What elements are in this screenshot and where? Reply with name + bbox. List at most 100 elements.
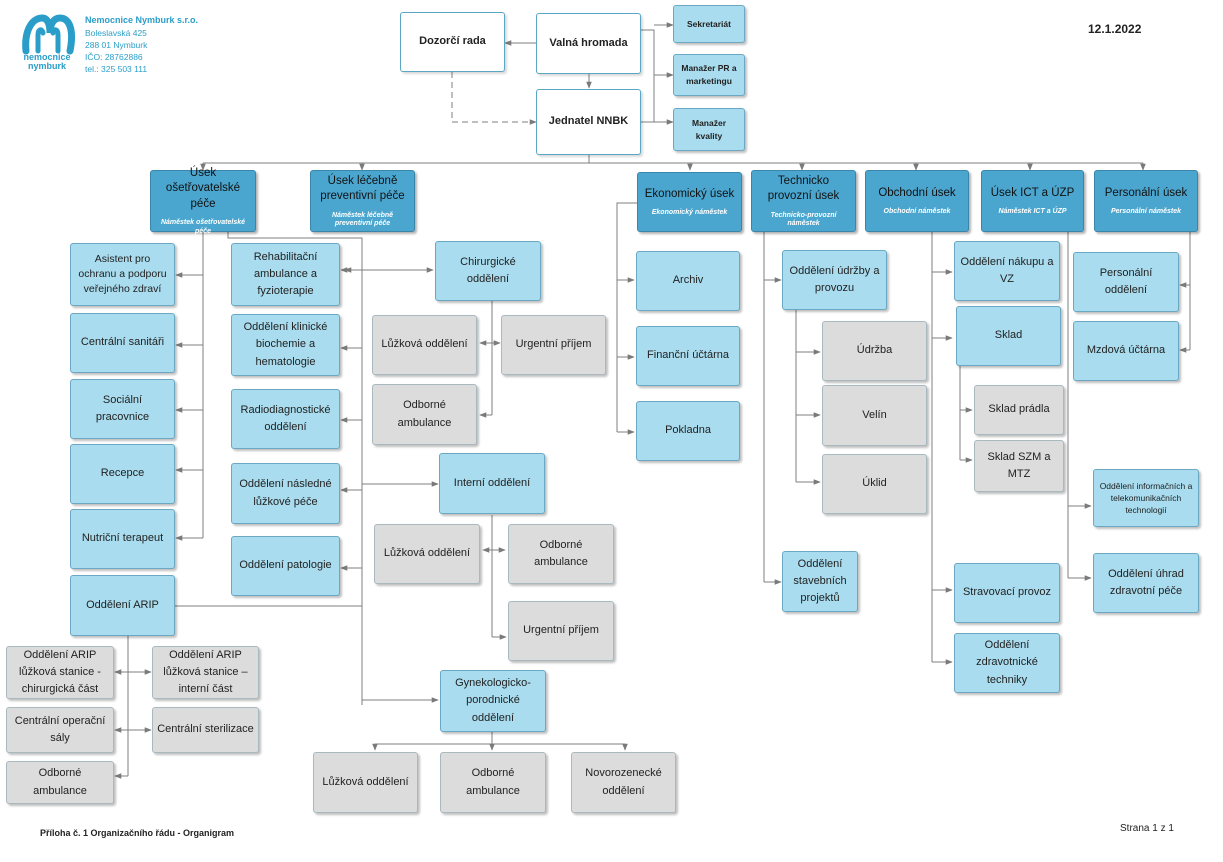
unit-label: Mzdová účtárna (1086, 344, 1166, 357)
division-title: Personální úsek (1104, 186, 1188, 199)
unit-label: Gynekologicko-porodnické oddělení (455, 677, 531, 724)
unit-gyn-novorozenecke: Novorozenecké oddělení (571, 752, 676, 813)
unit-gyn-luzkova: Lůžková oddělení (313, 752, 418, 813)
unit-label: Novorozenecké oddělení (585, 767, 662, 797)
unit-mzdova: Mzdová účtárna (1073, 321, 1179, 381)
unit-personalni-odd: Personální oddělení (1073, 252, 1179, 312)
division-title: Úsek ošetřovatelské péče (165, 166, 241, 210)
unit-radio: Radiodiagnostické oddělení (231, 389, 340, 449)
unit-label: Stravovací provoz (962, 586, 1052, 599)
unit-label: Lůžková oddělení (383, 547, 471, 560)
unit-label: Lůžková oddělení (381, 338, 468, 351)
unit-patologie: Oddělení patologie (231, 536, 340, 596)
division-head: Náměstek ICT a ÚZP (998, 208, 1067, 216)
division-head: Náměstek léčebně preventivní péče (331, 211, 394, 228)
unit-label: Oddělení zdravotnické techniky (976, 639, 1038, 686)
unit-label: Odborné ambulance (466, 767, 520, 797)
unit-label: Radiodiagnostické oddělení (240, 403, 331, 433)
unit-label: Odborné ambulance (33, 767, 87, 797)
unit-sklad-szm: Sklad SZM a MTZ (974, 440, 1064, 492)
unit-label: Urgentní příjem (515, 338, 592, 351)
unit-nasledne: Oddělení následné lůžkové péče (231, 463, 340, 524)
unit-informacni: Oddělení informačních a telekomunikačníc… (1093, 469, 1199, 527)
valna-hromada-label: Valná hromada (549, 36, 628, 49)
division-head: Personální náměstek (1110, 208, 1182, 216)
division-head: Technicko-provozní náměstek (770, 211, 837, 228)
document-date: 12.1.2022 (1088, 22, 1142, 36)
unit-nutricni: Nutriční terapeut (70, 509, 175, 569)
unit-arip-chir: Oddělení ARIP lůžková stanice - chirurgi… (6, 646, 114, 699)
footer-caption: Příloha č. 1 Organizačního řádu - Organi… (40, 828, 235, 838)
unit-label: Rehabilitační ambulance a fyzioterapie (253, 250, 318, 298)
manazer-pr-label: Manažer PR a marketingu (681, 63, 737, 86)
unit-chir-ambulance: Odborné ambulance (372, 384, 477, 445)
unit-chir-luzkova: Lůžková oddělení (372, 315, 477, 375)
unit-int-urgentni: Urgentní příjem (508, 601, 614, 661)
unit-label: Personální oddělení (1099, 266, 1153, 296)
unit-int-luzkova: Lůžková oddělení (374, 524, 480, 584)
unit-zdravotnicke: Oddělení zdravotnické techniky (954, 633, 1060, 693)
logo-text: nemocnice nymburk (23, 52, 71, 72)
division-head: Obchodní náměstek (883, 208, 951, 216)
unit-label: Centrální sterilizace (157, 723, 254, 736)
division-title: Ekonomický úsek (644, 187, 735, 200)
unit-label: Oddělení informačních a telekomunikačníc… (1099, 480, 1193, 516)
unit-int-ambulance: Odborné ambulance (508, 524, 614, 584)
unit-biochemie: Oddělení klinické biochemie a hematologi… (231, 314, 340, 376)
unit-label: Sklad SZM a MTZ (987, 450, 1051, 480)
unit-udrzba: Údržba (822, 321, 927, 381)
unit-pokladna: Pokladna (636, 401, 740, 461)
division-title: Technicko provozní úsek (767, 174, 840, 203)
unit-label: Archiv (672, 274, 704, 287)
unit-chirurgicke: Chirurgické oddělení (435, 241, 541, 301)
unit-label: Urgentní příjem (523, 624, 599, 637)
unit-label: Oddělení stavebních projektů (793, 557, 847, 605)
unit-nakup: Oddělení nákupu a VZ (954, 241, 1060, 301)
unit-velin: Velín (822, 385, 927, 446)
unit-label: Pokladna (665, 424, 711, 437)
division-title: Obchodní úsek (878, 186, 956, 199)
company-street: Boleslavská 425 (85, 27, 147, 38)
unit-gyn: Gynekologicko-porodnické oddělení (440, 670, 546, 732)
division-head: Ekonomický náměstek (651, 209, 728, 217)
sekretariat-box: Sekretariát (673, 5, 745, 43)
unit-label: Interní oddělení (453, 476, 531, 489)
jednatel-label: Jednatel NNBK (548, 115, 629, 128)
unit-label: Oddělení nákupu a VZ (960, 255, 1054, 285)
unit-label: Oddělení ARIP (86, 598, 159, 611)
sekretariat-label: Sekretariát (687, 18, 731, 29)
unit-stravovaci: Stravovací provoz (954, 563, 1060, 623)
unit-label: Velín (862, 408, 887, 421)
unit-archiv: Archiv (636, 251, 740, 311)
company-name: Nemocnice Nymburk s.r.o. (85, 15, 199, 25)
unit-centralni-saly: Centrální operační sály (6, 707, 114, 753)
unit-label: Recepce (100, 467, 145, 480)
unit-label: Centrální operační sály (14, 714, 106, 744)
unit-sklad-pradla: Sklad prádla (974, 385, 1064, 435)
unit-label: Finanční účtárna (647, 349, 729, 362)
unit-label: Odborné ambulance (534, 538, 588, 568)
unit-label: Sklad (994, 329, 1023, 342)
unit-label: Chirurgické oddělení (460, 255, 516, 285)
company-info: Nemocnice Nymburk s.r.o. Boleslavská 425… (85, 14, 198, 75)
unit-label: Údržba (856, 344, 893, 357)
unit-uhrad: Oddělení úhrad zdravotní péče (1093, 553, 1199, 613)
unit-label: Oddělení klinické biochemie a hematologi… (243, 321, 328, 368)
unit-label: Oddělení následné lůžkové péče (239, 478, 332, 508)
unit-label: Sklad prádla (988, 403, 1050, 416)
unit-label: Oddělení ARIP lůžková stanice – interní … (163, 648, 248, 696)
unit-udrzba-odd: Oddělení údržby a provozu (782, 250, 887, 310)
unit-gyn-ambulance: Odborné ambulance (440, 752, 546, 813)
manazer-kvality-label: Manažer kvality (691, 117, 726, 141)
company-phone: tel.: 325 503 111 (85, 63, 148, 74)
footer-page: Strana 1 z 1 (1120, 823, 1174, 834)
unit-label: Úklid (862, 477, 887, 490)
manazer-pr-box: Manažer PR a marketingu (673, 54, 745, 96)
unit-centralni-sanitari: Centrální sanitáři (70, 313, 175, 373)
